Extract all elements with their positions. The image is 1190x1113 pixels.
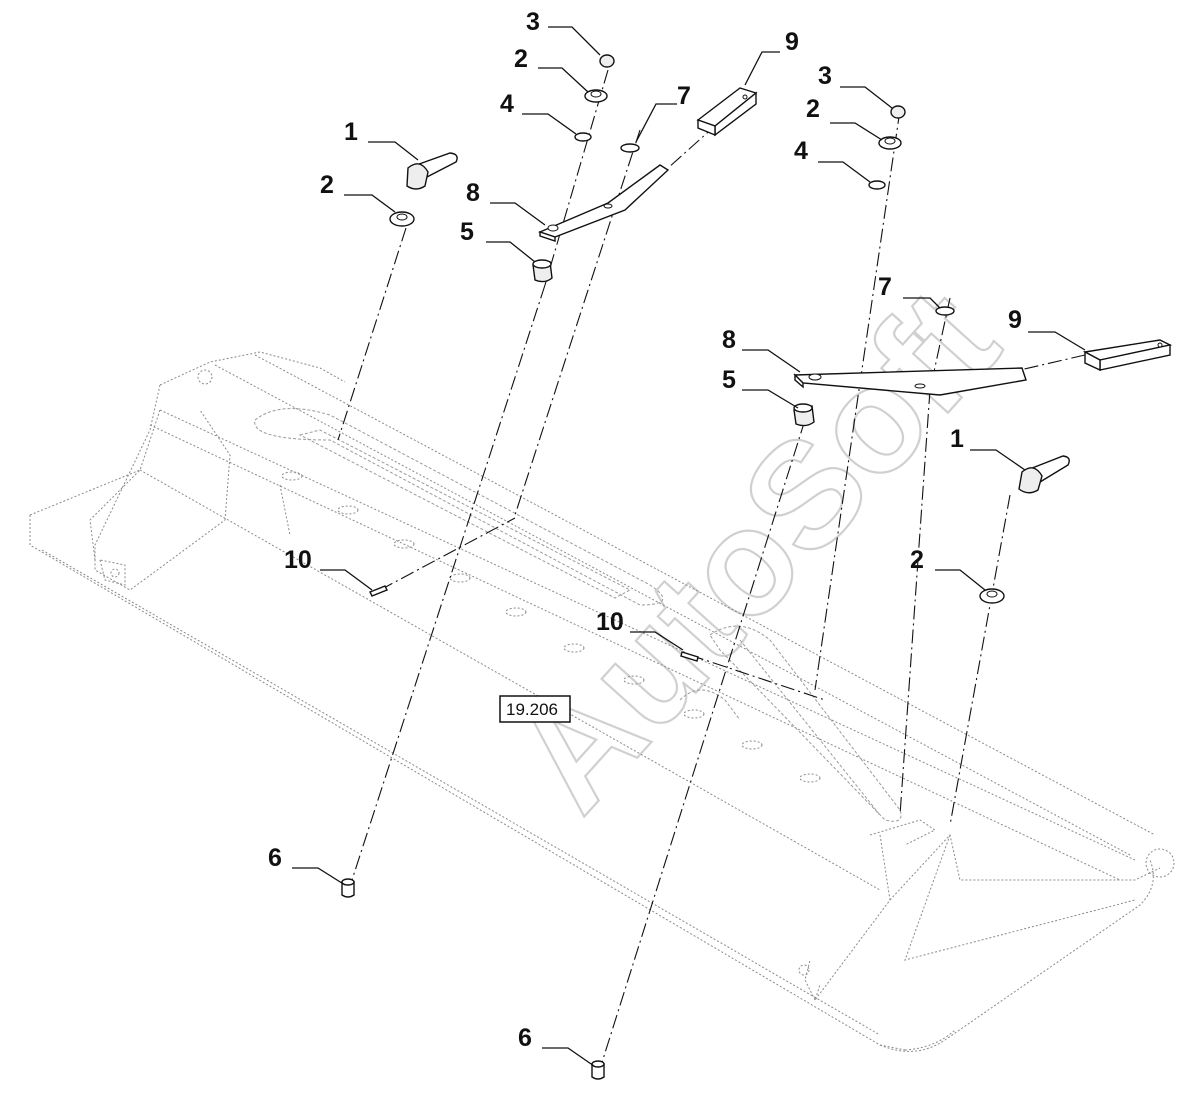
parts — [341, 54, 1173, 1080]
reference-box: 19.206 — [499, 695, 571, 723]
callout-labels: 1 2 3 2 4 7 9 8 5 3 2 4 7 9 8 5 1 2 10 1… — [268, 8, 1022, 1052]
callout-2-right-lower: 2 — [910, 546, 924, 574]
bolt-right — [591, 1060, 605, 1080]
callout-4-right: 4 — [794, 137, 808, 165]
nut-left — [599, 54, 615, 68]
flat-washer-right — [868, 180, 886, 190]
support-arm-left — [538, 164, 670, 242]
handle-knob-right — [1018, 455, 1070, 494]
spacer-block-right — [1082, 339, 1173, 372]
small-washer-right — [935, 306, 955, 316]
pin-left — [369, 585, 388, 597]
flat-washer-left — [574, 132, 592, 142]
mounting-hole-pattern — [281, 471, 821, 783]
callout-8-right: 8 — [722, 326, 736, 354]
sleeve-right — [793, 403, 815, 427]
callout-1-right: 1 — [950, 425, 964, 453]
callout-5-left: 5 — [460, 218, 474, 246]
bolt-left — [341, 878, 355, 898]
callout-9-right: 9 — [1008, 306, 1022, 334]
callout-7-left: 7 — [677, 82, 691, 110]
handle-knob-left — [406, 152, 458, 190]
callout-6-right: 6 — [518, 1024, 532, 1052]
support-arm-right — [793, 367, 1027, 396]
reference-number: 19.206 — [506, 700, 558, 719]
callout-10-right: 10 — [596, 608, 624, 636]
callout-4-left: 4 — [500, 90, 514, 118]
callout-7-right: 7 — [878, 273, 892, 301]
leader-lines — [292, 26, 1086, 1067]
callout-6-left: 6 — [268, 844, 282, 872]
callout-1-left: 1 — [344, 118, 358, 146]
watermark: AutoSoft — [481, 258, 1029, 841]
sleeve-left — [532, 259, 553, 283]
callout-3-right: 3 — [818, 62, 832, 90]
pin-right — [680, 651, 699, 662]
callout-2-left-lower: 2 — [320, 171, 334, 199]
callout-10-left: 10 — [284, 546, 312, 574]
cutter-bar-housing — [29, 351, 1175, 1052]
callout-5-right: 5 — [722, 366, 736, 394]
callout-8-left: 8 — [466, 179, 480, 207]
callout-3-left: 3 — [526, 8, 540, 36]
small-washer-left — [620, 143, 640, 153]
callout-9-left: 9 — [785, 28, 799, 56]
callout-2-left-upper: 2 — [514, 45, 528, 73]
nut-right — [890, 105, 906, 119]
spacer-block-left — [696, 87, 758, 137]
callout-2-right-upper: 2 — [806, 95, 820, 123]
assembly-axis-lines — [337, 69, 1086, 1076]
